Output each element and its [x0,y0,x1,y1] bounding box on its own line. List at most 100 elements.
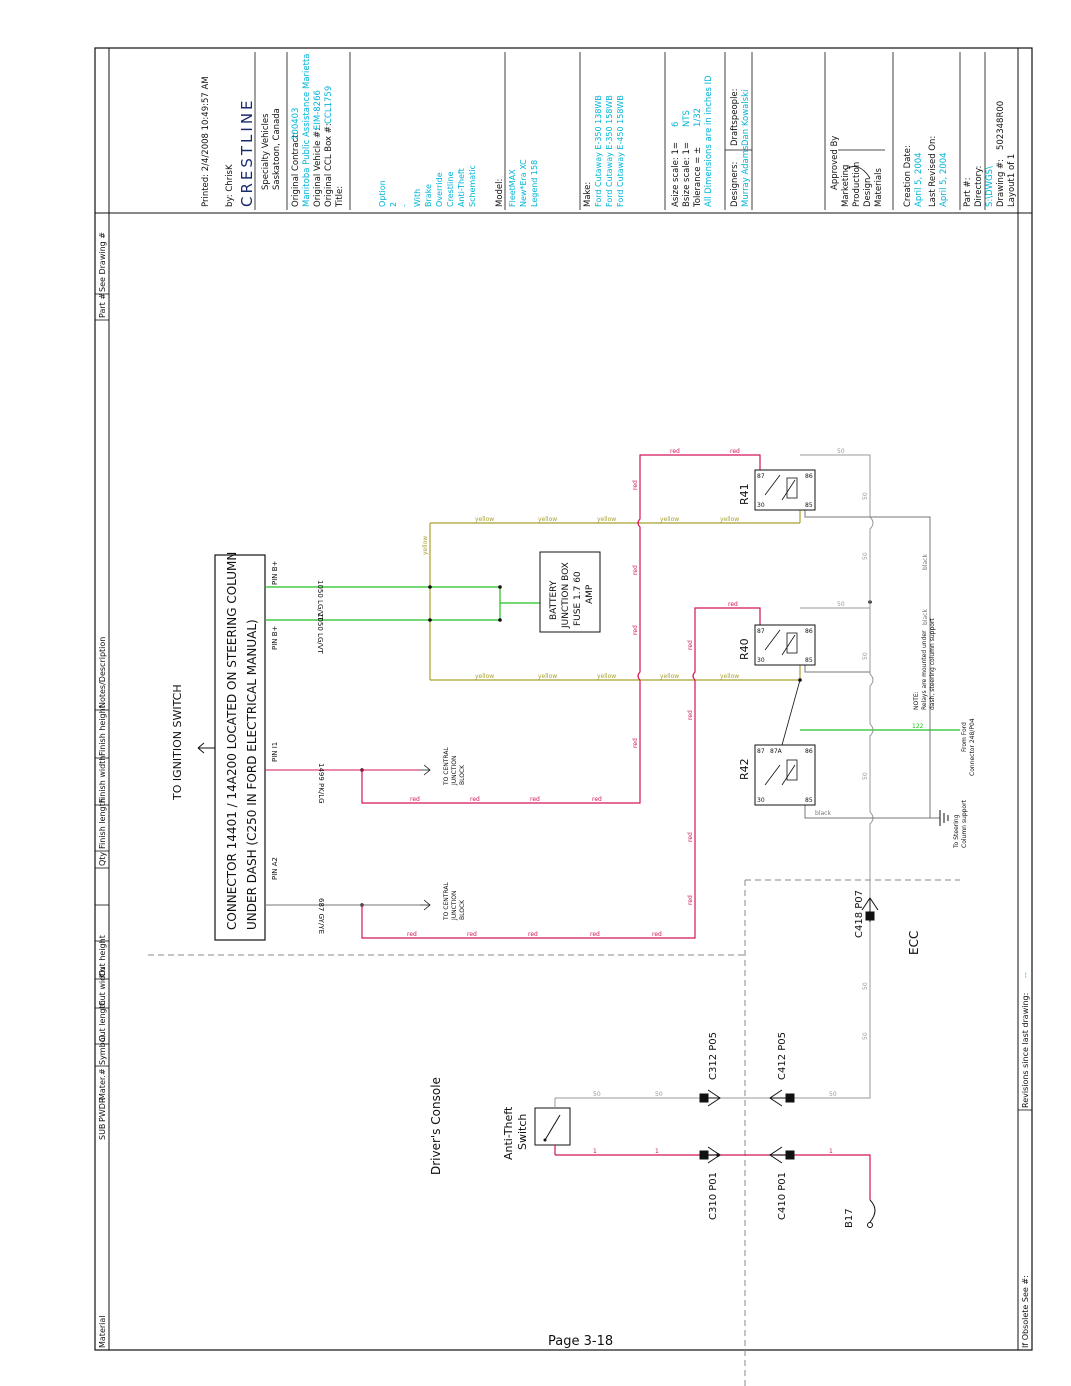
header-finish-height: Finish height [98,705,107,756]
wire-color-label: red [530,796,540,803]
header-see-drawing: See Drawing # [98,232,107,292]
connector-label-c310: C310 P01 [708,1172,719,1220]
original-contract-label: Original Contract: [291,132,301,207]
original-contract-value: 200403 [291,108,301,140]
wire-color-label: red [632,480,639,490]
wire-color-label: red [632,625,639,635]
wire-color-label: red [592,796,602,803]
header-notes: Notes/Description [98,637,107,708]
wire-color-label: black [815,810,831,817]
make-line: Ford Cutaway E-350 138WB [594,95,603,207]
pin-label: PIN I1 [271,742,279,762]
model-line: FleetMAX [508,169,517,207]
to-central-label: JUNCTION [451,756,458,786]
pin-label: PIN B+ [271,560,279,585]
title-line: With [413,189,422,207]
relay-pin: 30 [757,657,765,664]
wire-color-label: 50 [862,492,869,500]
ignition-arrow [197,742,215,754]
title-line: Override [435,172,444,207]
draftspeople-value: Dan Kowalski [741,90,751,146]
wire-color-label: yellow [538,516,557,523]
wire-black [804,805,940,819]
title-label: Title: [335,186,345,208]
header-finish-length: Finish length [98,798,107,849]
company-line1: Specialty Vehicles [261,113,271,190]
relay-r42 [754,744,816,806]
wire-1050-label: 1050 LG/VT [316,613,324,655]
model-line: New*Era XC [519,159,528,207]
connector-title-line1: CONNECTOR 14401 / 14A200 LOCATED ON STEE… [225,552,239,930]
relay-note: dash, steering column support [929,618,936,710]
to-central-label: JUNCTION [451,891,458,921]
wire-color-label: yellow [475,673,494,680]
footer-revisions-value: -- [1021,972,1030,978]
connector-label-c412: C412 P05 [777,1032,788,1080]
draftspeople-label: Draftspeople: [730,88,740,146]
connector-label-c312: C312 P05 [708,1032,719,1080]
drivers-console-label: Driver's Console [429,1077,443,1175]
wire-1499-label: 1499 PK/LG [317,763,325,804]
relay-r41 [754,469,816,511]
junction-dot [498,618,502,622]
connector-title-line2: UNDER DASH (C250 IN FORD ELECTRICAL MANU… [245,619,259,930]
model-line: Legend 158 [530,160,539,207]
wire-color-label: 50 [862,552,869,560]
wire-color-label: red [670,448,680,455]
wire-color-label: 1 [655,1148,659,1155]
to-steering-label: Column support [961,799,968,848]
creation-value: April 5, 2004 [914,152,924,207]
wire-1050-label: 1050 LG/VT [316,580,324,622]
make-label: Make: [583,182,593,207]
approval-row: Marketing [841,165,851,207]
battery-box-line: AMP [585,584,595,604]
wire-color-label: red [728,601,738,608]
relay-note: NOTE: [913,691,920,710]
relay-pin: 86 [805,628,813,635]
header-symbol: Symbol [98,1035,107,1065]
directory-label: Directory: [974,166,984,207]
wire-color-label: 50 [837,601,845,608]
wire-color-label: 50 [655,1091,663,1098]
approval-row: Design [863,178,873,207]
header-material: Material [98,1316,107,1349]
header-cut-length: Cut length [98,1000,107,1042]
wire-color-label: yellow [660,673,679,680]
drawing-value: 502348R00 [996,101,1006,150]
arrow-to-central [420,764,431,776]
wire-color-label: red [632,738,639,748]
relay-pin: 87 [757,473,765,480]
wire-color-label: yellow [422,536,429,555]
original-vehicle-label: Original Vehicle #: [313,128,323,207]
wire-color-label: 50 [593,1091,601,1098]
designers-label: Designers: [730,162,740,207]
header-cut-width: Cut width [98,968,107,1006]
to-central-label: TO CENTRAL [443,882,450,921]
relay-label-r41: R41 [738,483,751,505]
ground-symbol [939,810,949,826]
to-ignition-label: TO IGNITION SWITCH [171,684,184,801]
wire-black [804,665,870,673]
relay-pin: 86 [805,748,813,755]
from-ford-label: From Ford [961,722,968,752]
pin-label: PIN B+ [271,625,279,650]
arrow-to-central [420,899,431,911]
relay-pin: 86 [805,473,813,480]
wire-color-label: red [652,931,662,938]
tolerance-note: All Dimensions are in inches ID [704,75,714,207]
relay-pin: 85 [805,797,813,804]
wire-color-label: yellow [720,673,739,680]
bsize-label: Bsize scale: 1= [682,142,692,207]
header-part: Part # [98,293,107,318]
wire-color-label: 50 [862,982,869,990]
sheet-border [94,47,1033,1351]
creation-label: Creation Date: [903,145,913,207]
header-mater: Mater.# [98,1068,107,1100]
header-sub: SUB [98,1124,107,1140]
connector-label-c410: C410 P01 [777,1172,788,1220]
wire-color-label: black [922,609,929,625]
wire-black [804,510,931,818]
wire-color-label: yellow [597,516,616,523]
wire-red-1 [555,1154,871,1200]
make-line: Ford Cutaway E-350 158WB [605,95,614,207]
